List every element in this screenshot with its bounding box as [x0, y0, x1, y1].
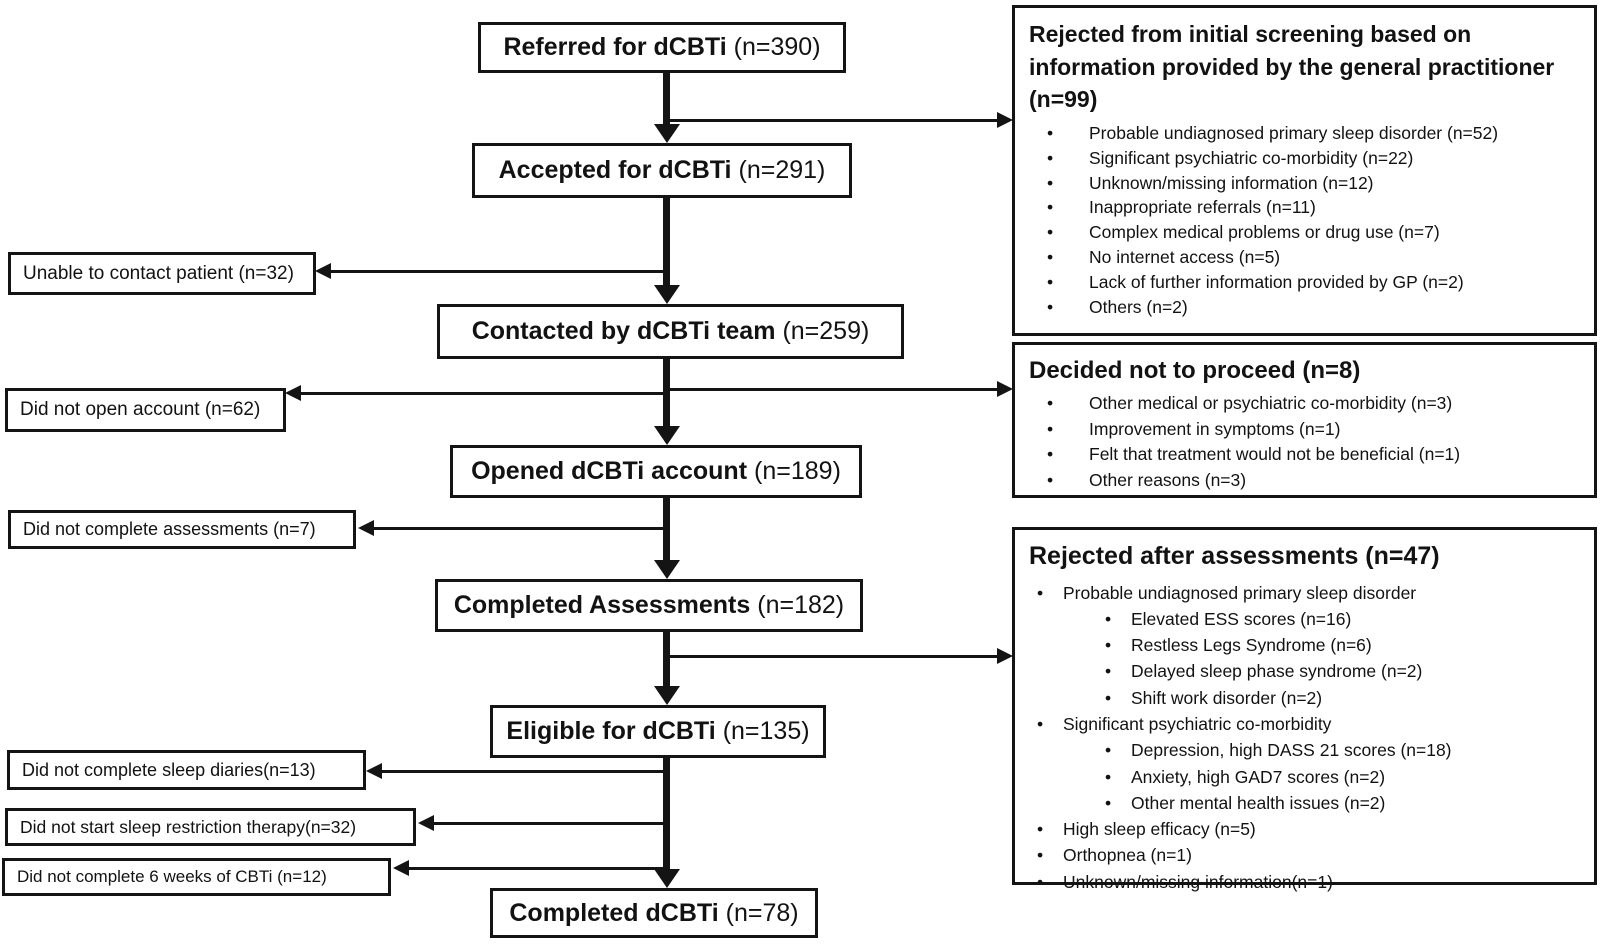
- flow-box-label: Eligible for dCBTi: [506, 717, 716, 745]
- flow-box-referred: Referred for dCBTi (n=390): [478, 22, 846, 73]
- panel-bullet: Felt that treatment would not be benefic…: [1029, 442, 1584, 468]
- flow-box-completed-dcbti: Completed dCBTi (n=78): [490, 888, 818, 938]
- panel-bullet: Complex medical problems or drug use (n=…: [1029, 220, 1584, 245]
- flow-box-label: Completed Assessments: [453, 591, 751, 619]
- flow-box-count: (n=78): [725, 898, 799, 927]
- panel-bullet: Significant psychiatric co-morbidity (n=…: [1029, 146, 1584, 171]
- panel-bullet: Inappropriate referrals (n=11): [1029, 195, 1584, 220]
- connector-line: [380, 770, 670, 773]
- panel-bullet-list: Other medical or psychiatric co-morbidit…: [1029, 391, 1584, 493]
- panel-rejected-initial-screening: Rejected from initial screening based on…: [1012, 5, 1597, 336]
- arrow-down-icon: [654, 285, 680, 304]
- connector-line: [666, 388, 997, 391]
- panel-bullet: Improvement in symptoms (n=1): [1029, 417, 1584, 443]
- arrow-right-icon: [997, 112, 1013, 128]
- connector-line: [407, 867, 670, 870]
- flow-box-count: (n=189): [754, 457, 841, 485]
- panel-sub-bullet: Restless Legs Syndrome (n=6): [1029, 632, 1584, 659]
- panel-bullet: Unknown/missing information (n=12): [1029, 171, 1584, 196]
- flow-box-label: Accepted for dCBTi: [498, 156, 732, 184]
- exclusion-label: Did not open account (n=62): [20, 399, 261, 420]
- exclusion-label: Did not start sleep restriction therapy(…: [20, 816, 357, 837]
- flow-box-count: (n=182): [757, 591, 845, 619]
- arrow-down-icon: [654, 560, 680, 579]
- arrow-down-icon: [654, 686, 680, 705]
- exclusion-label: Unable to contact patient (n=32): [23, 262, 294, 284]
- panel-sub-bullet: Elevated ESS scores (n=16): [1029, 606, 1584, 633]
- flow-box-eligible: Eligible for dCBTi (n=135): [490, 705, 826, 758]
- arrow-right-icon: [997, 381, 1013, 397]
- flow-box-label: Completed dCBTi: [509, 898, 719, 927]
- exclusion-box-did-not-open-account: Did not open account (n=62): [5, 388, 286, 432]
- flow-box-completed-assessments: Completed Assessments (n=182): [435, 579, 863, 632]
- exclusion-box-unable-to-contact: Unable to contact patient (n=32): [8, 252, 316, 295]
- connector-line: [663, 198, 670, 286]
- arrow-left-icon: [366, 763, 382, 779]
- panel-sub-bullet: Delayed sleep phase syndrome (n=2): [1029, 658, 1584, 685]
- panel-bullet: Probable undiagnosed primary sleep disor…: [1029, 580, 1584, 607]
- panel-bullet: Other medical or psychiatric co-morbidit…: [1029, 391, 1584, 417]
- exclusion-box-did-not-complete-sleep-diaries: Did not complete sleep diaries(n=13): [7, 750, 366, 790]
- flow-box-count: (n=291): [738, 156, 826, 184]
- panel-title: Decided not to proceed (n=8): [1029, 357, 1361, 384]
- panel-title: Rejected from initial screening based on…: [1029, 21, 1555, 113]
- connector-line: [663, 632, 670, 687]
- panel-bullet: No internet access (n=5): [1029, 245, 1584, 270]
- arrow-down-icon: [654, 124, 680, 143]
- panel-rejected-after-assessments: Rejected after assessments (n=47) Probab…: [1012, 527, 1597, 895]
- flow-box-count: (n=259): [782, 317, 870, 345]
- arrow-right-icon: [997, 648, 1013, 664]
- flow-box-count: (n=390): [733, 33, 821, 61]
- panel-sub-bullet: Shift work disorder (n=2): [1029, 685, 1584, 712]
- flow-box-label: Contacted by dCBTi team: [471, 317, 776, 345]
- panel-bullet: Lack of further information provided by …: [1029, 270, 1584, 295]
- exclusion-box-did-not-complete-assessments: Did not complete assessments (n=7): [8, 510, 356, 549]
- exclusion-box-did-not-start-sleep-restriction: Did not start sleep restriction therapy(…: [5, 808, 416, 846]
- arrow-left-icon: [418, 815, 434, 831]
- arrow-down-icon: [654, 426, 680, 445]
- connector-line: [666, 119, 998, 122]
- flow-box-accepted: Accepted for dCBTi (n=291): [472, 143, 852, 198]
- connector-line: [329, 270, 670, 273]
- flow-box-count: (n=135): [722, 717, 810, 745]
- panel-bullet: Orthopnea (n=1): [1029, 842, 1584, 869]
- connector-line: [299, 392, 670, 395]
- arrow-left-icon: [393, 860, 409, 876]
- panel-bullet-list: Probable undiagnosed primary sleep disor…: [1029, 121, 1584, 319]
- flow-box-contacted: Contacted by dCBTi team (n=259): [437, 304, 904, 359]
- panel-bullet: Others (n=2): [1029, 295, 1584, 320]
- panel-bullet: High sleep efficacy (n=5): [1029, 816, 1584, 843]
- arrow-left-icon: [315, 263, 331, 279]
- panel-bullet: Probable undiagnosed primary sleep disor…: [1029, 121, 1584, 146]
- connector-line: [666, 655, 997, 658]
- connector-line: [663, 73, 670, 126]
- exclusion-box-did-not-complete-6-weeks: Did not complete 6 weeks of CBTi (n=12): [2, 858, 391, 896]
- panel-bullet: Other reasons (n=3): [1029, 468, 1584, 494]
- exclusion-label: Did not complete sleep diaries(n=13): [22, 759, 316, 780]
- exclusion-label: Did not complete 6 weeks of CBTi (n=12): [17, 867, 327, 886]
- panel-sub-bullet: Other mental health issues (n=2): [1029, 790, 1584, 817]
- connector-line: [663, 758, 670, 870]
- flow-box-opened-account: Opened dCBTi account (n=189): [450, 445, 862, 498]
- flow-box-label: Referred for dCBTi: [503, 33, 727, 61]
- arrow-down-icon: [654, 869, 680, 888]
- panel-bullet: Significant psychiatric co-morbidity: [1029, 711, 1584, 738]
- panel-title: Rejected after assessments (n=47): [1029, 542, 1440, 570]
- arrow-left-icon: [285, 385, 301, 401]
- arrow-left-icon: [358, 520, 374, 536]
- panel-bullet: Unknown/missing information(n=1): [1029, 869, 1584, 896]
- panel-sub-bullet: Depression, high DASS 21 scores (n=18): [1029, 737, 1584, 764]
- panel-bullet-list: Probable undiagnosed primary sleep disor…: [1029, 580, 1584, 896]
- connector-line: [432, 822, 670, 825]
- panel-sub-bullet: Anxiety, high GAD7 scores (n=2): [1029, 764, 1584, 791]
- connector-line: [372, 527, 670, 530]
- exclusion-label: Did not complete assessments (n=7): [23, 519, 316, 539]
- panel-decided-not-to-proceed: Decided not to proceed (n=8) Other medic…: [1012, 342, 1597, 498]
- flow-box-label: Opened dCBTi account: [471, 457, 748, 485]
